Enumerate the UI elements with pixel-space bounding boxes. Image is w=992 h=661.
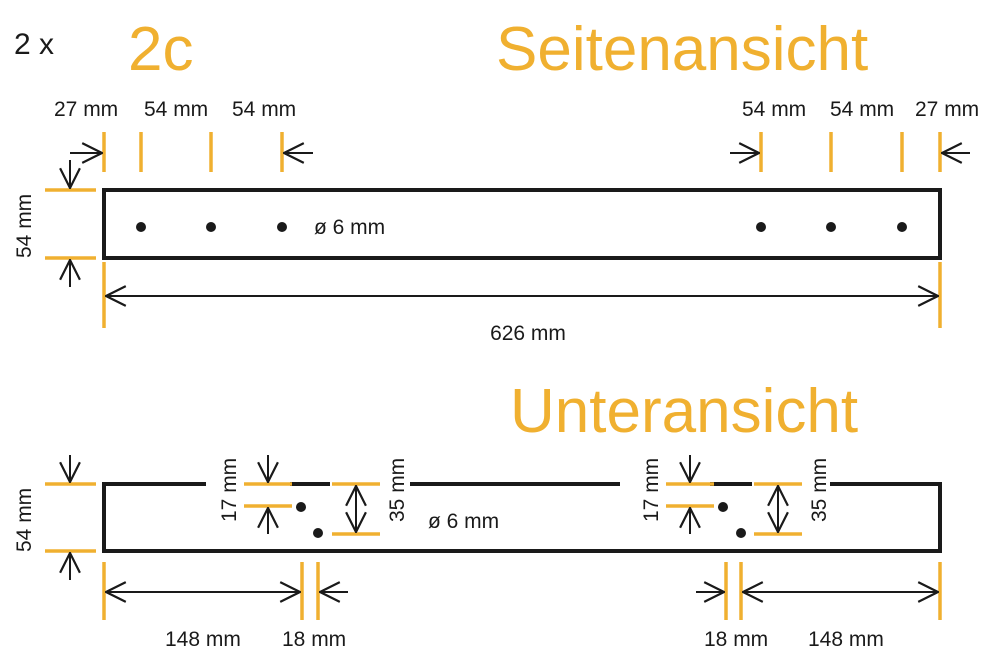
bottom-view-title: Unteransicht (510, 377, 858, 446)
side-hole-diameter: ø 6 mm (314, 216, 385, 239)
bottom-hole-diameter: ø 6 mm (428, 510, 499, 533)
side-spacing-left-2: 54 mm (144, 98, 208, 121)
side-view: 27 mm 54 mm 54 mm 54 mm 54 mm 27 mm 54 m… (13, 98, 979, 345)
hole (736, 528, 746, 538)
side-spacing-left-1: 27 mm (54, 98, 118, 121)
bottom-height-label: 54 mm (13, 488, 36, 552)
side-spacing-right-2: 54 mm (830, 98, 894, 121)
side-board (102, 188, 942, 260)
side-spacing-right-1: 54 mm (742, 98, 806, 121)
hole (296, 502, 306, 512)
hole (277, 222, 287, 232)
side-view-title: Seitenansicht (496, 15, 868, 84)
left-distance-148: 148 mm (165, 628, 241, 651)
right-gap-18: 18 mm (704, 628, 768, 651)
side-spacing-left-3: 54 mm (232, 98, 296, 121)
right-offset-17: 17 mm (640, 458, 663, 522)
hole (897, 222, 907, 232)
part-code: 2c (128, 15, 193, 84)
hole (206, 222, 216, 232)
bottom-view: 54 mm 17 mm 35 mm ø 6 mm 17 mm 35 mm (13, 455, 942, 651)
hole (136, 222, 146, 232)
hole (313, 528, 323, 538)
hole (826, 222, 836, 232)
left-offset-17: 17 mm (218, 458, 241, 522)
quantity-label: 2 x (14, 28, 54, 61)
side-spacing-right-3: 27 mm (915, 98, 979, 121)
hole (756, 222, 766, 232)
bottom-board (102, 482, 942, 553)
side-height-label: 54 mm (13, 194, 36, 258)
right-distance-148: 148 mm (808, 628, 884, 651)
right-offset-35: 35 mm (808, 458, 831, 522)
left-offset-35: 35 mm (386, 458, 409, 522)
side-length-label: 626 mm (490, 322, 566, 345)
hole (718, 502, 728, 512)
left-gap-18: 18 mm (282, 628, 346, 651)
